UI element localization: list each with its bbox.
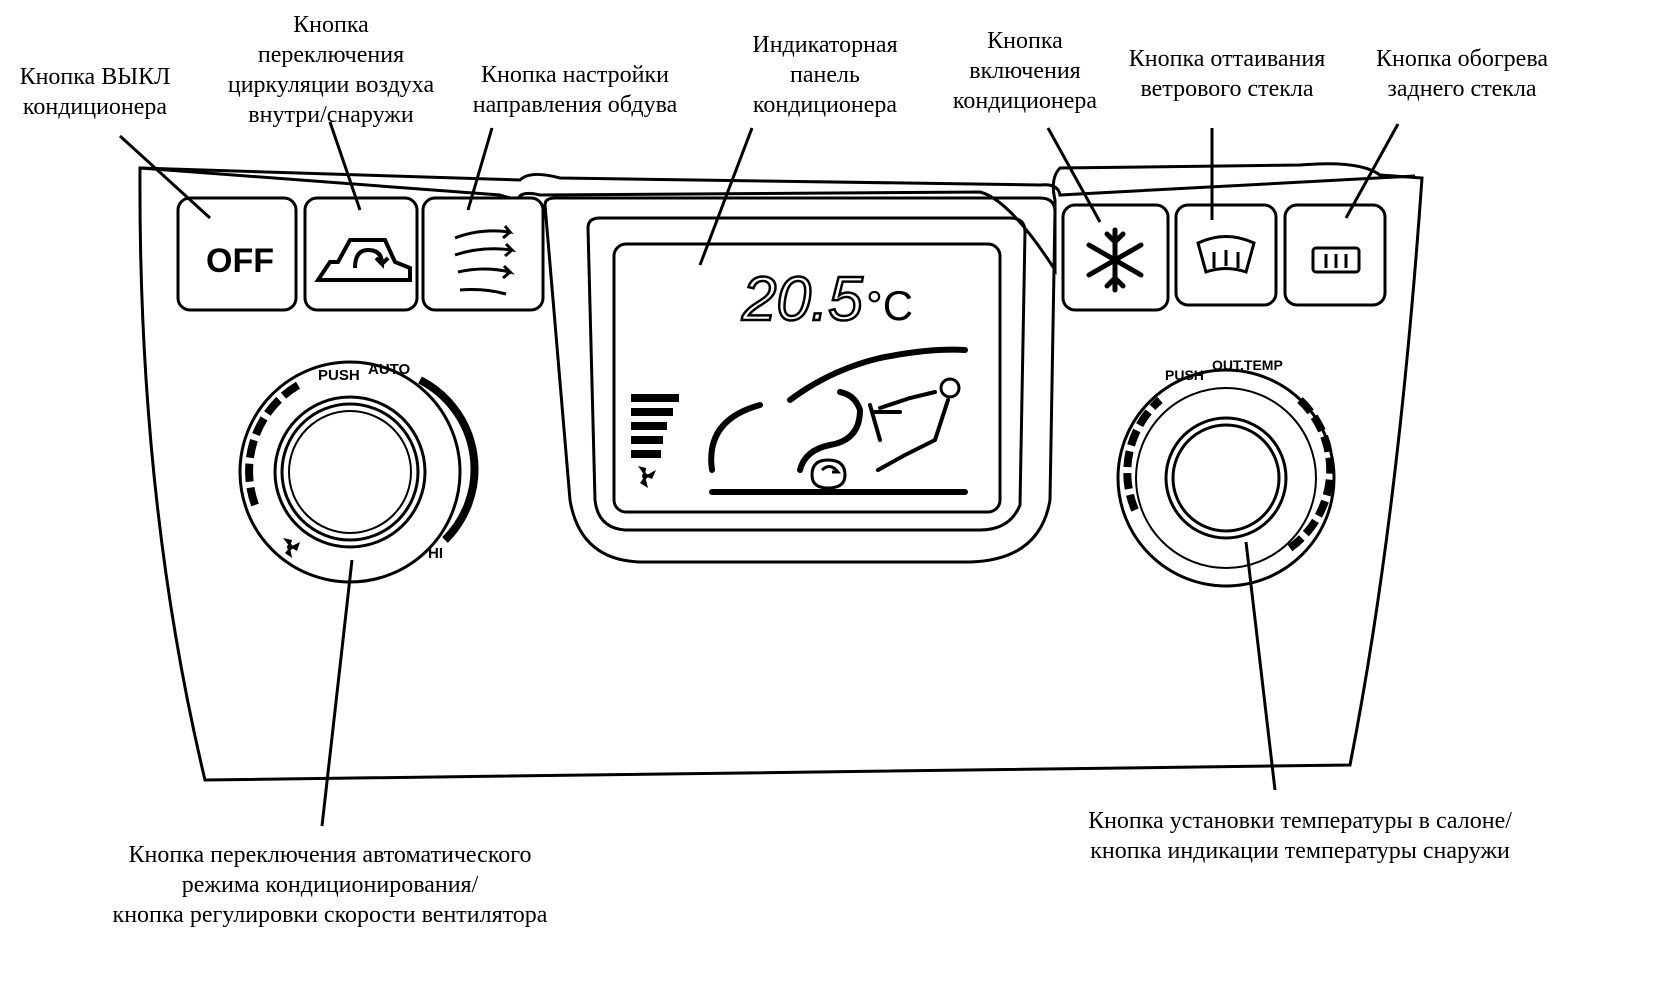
knob-fan-icon xyxy=(283,538,300,558)
rear-defog-button[interactable] xyxy=(1283,203,1387,307)
right-knob-out-temp-label: OUT.TEMP xyxy=(1212,357,1283,373)
rear-defog-icon xyxy=(1311,246,1361,274)
temperature-knob[interactable]: PUSH OUT.TEMP xyxy=(1116,357,1336,588)
off-button-label: OFF xyxy=(206,242,274,280)
recirculation-icon xyxy=(314,238,412,282)
windshield-defrost-icon xyxy=(1196,235,1256,274)
windshield-defrost-callout: Кнопка оттаивания ветрового стекла xyxy=(1128,46,1326,102)
right-knob-push-label: PUSH xyxy=(1165,367,1204,383)
windshield-defrost-button[interactable] xyxy=(1174,203,1278,307)
airflow-direction-icon xyxy=(454,225,517,296)
recirculation-button-callout: Кнопка переключения циркуляции воздуха в… xyxy=(227,12,435,128)
off-button-callout: Кнопка ВЫКЛ кондиционера xyxy=(19,64,171,120)
temperature-knob-callout: Кнопка установки температуры в салоне/ к… xyxy=(1088,808,1512,864)
fan-speed-bars xyxy=(631,394,679,458)
auto-fan-knob[interactable]: PUSH AUTO HI xyxy=(238,360,479,584)
fan-icon xyxy=(638,466,656,488)
ac-button[interactable] xyxy=(1061,203,1170,312)
leader-lines xyxy=(118,121,1400,827)
auto-fan-knob-callout: Кнопка переключения автоматического режи… xyxy=(112,842,548,928)
recirculation-indicator-icon xyxy=(810,458,847,490)
off-button[interactable]: OFF xyxy=(176,196,298,312)
left-knob-push-label: PUSH xyxy=(318,367,360,384)
control-panel-outline xyxy=(138,162,1424,782)
left-knob-auto-label: AUTO xyxy=(368,361,411,378)
rear-defog-callout: Кнопка обогрева заднего стекла xyxy=(1375,46,1549,102)
left-knob-hi-label: HI xyxy=(428,545,443,562)
airflow-direction-callout: Кнопка настройки направления обдува xyxy=(472,62,678,118)
ac-button-callout: Кнопка включения кондиционера xyxy=(952,28,1098,114)
display-temperature-unit: °C xyxy=(866,282,913,329)
airflow-direction-button[interactable] xyxy=(421,196,545,312)
display-temperature: 20.5 xyxy=(741,265,863,334)
recirculation-button[interactable] xyxy=(303,196,419,312)
display-panel: 20.5 °C xyxy=(612,242,1002,514)
display-panel-callout: Индикаторная панель кондиционера xyxy=(752,32,898,118)
snowflake-icon xyxy=(1086,227,1144,293)
car-silhouette-icon xyxy=(708,346,968,495)
